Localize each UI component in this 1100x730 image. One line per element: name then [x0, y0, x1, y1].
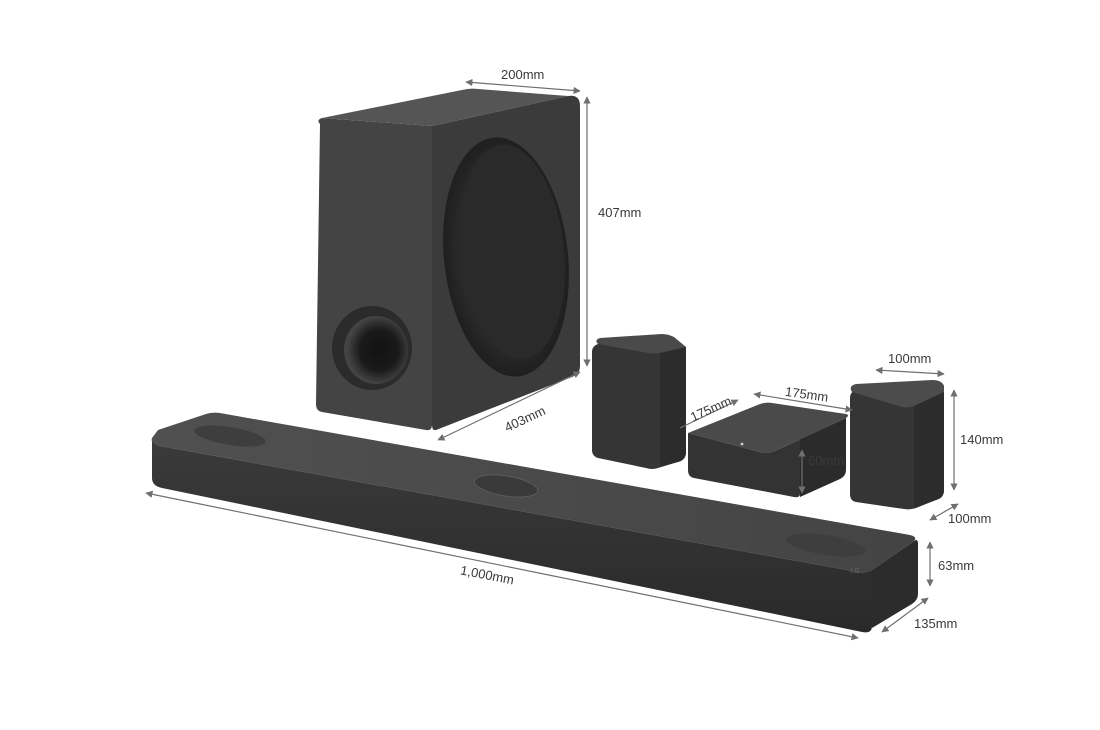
dim-line-rear-depth: [679, 399, 739, 429]
wireless-receiver: [688, 402, 848, 498]
rear-speaker-right: [850, 380, 944, 510]
dim-line-rear-side: [929, 503, 959, 521]
rear-right-top: [850, 380, 944, 408]
dim-line-receiver-width: [753, 391, 853, 413]
receiver-led: [740, 442, 744, 446]
label-rear-side: 100mm: [948, 511, 991, 526]
receiver-front: [688, 433, 800, 498]
dimension-lines: [145, 78, 959, 641]
subwoofer-driver-inner: [459, 144, 565, 360]
rear-right-side-edge: [914, 392, 944, 508]
rear-speaker-left: [592, 334, 686, 469]
label-sub-depth: 403mm: [502, 403, 548, 435]
receiver-top: [688, 402, 848, 453]
dim-line-sub-width: [465, 78, 581, 95]
rear-left-front-edge: [660, 347, 686, 466]
label-rear-height: 140mm: [960, 432, 1003, 447]
receiver-side: [772, 418, 846, 497]
label-sub-width: 200mm: [501, 67, 544, 82]
label-sub-height: 407mm: [598, 205, 641, 220]
label-bar-height: 63mm: [938, 558, 974, 573]
dim-line-sub-depth: [437, 371, 581, 441]
soundbar-left-upfiring-driver: [194, 425, 266, 447]
subwoofer-port: [344, 316, 408, 384]
subwoofer: [316, 88, 580, 431]
subwoofer-top: [322, 88, 568, 126]
dim-line-bar-depth: [881, 597, 929, 633]
rear-left-top: [596, 334, 686, 354]
label-rear-width: 100mm: [888, 351, 931, 366]
dim-line-bar-width: [145, 490, 859, 641]
dim-line-rear-width: [875, 366, 945, 378]
label-receiver-width: 175mm: [784, 384, 829, 405]
label-receiver-height: 60mm: [808, 453, 844, 468]
label-bar-depth: 135mm: [914, 616, 957, 631]
